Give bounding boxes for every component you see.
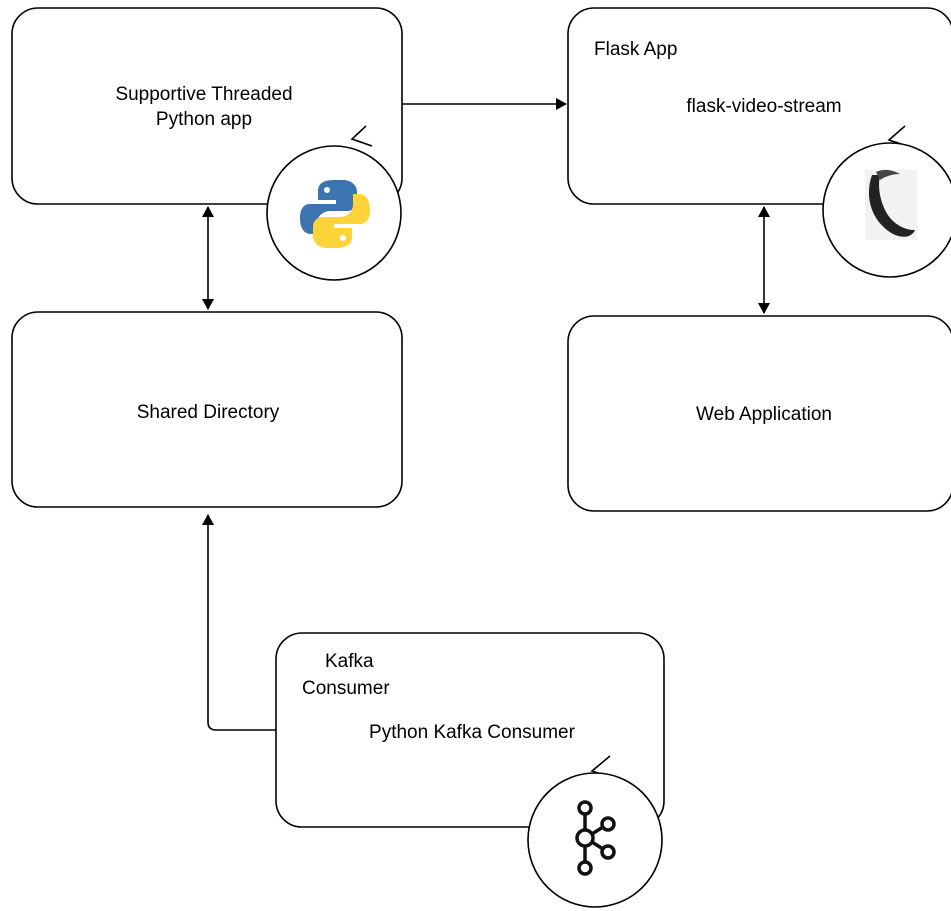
flask-horn-icon [865, 169, 917, 240]
python-logo-icon [300, 180, 370, 248]
kafka-consumer-subtitle: Python Kafka Consumer [369, 722, 576, 743]
web-application-title: Web Application [696, 404, 832, 425]
kafka-loop-symbol [527, 755, 663, 908]
shared-directory-node: Shared Directory [11, 311, 403, 508]
kafka-consumer-title-line2: Consumer [302, 678, 390, 699]
supportive-app-title-line1: Supportive Threaded [115, 84, 292, 105]
flask-loop-symbol [822, 125, 951, 278]
web-application-node: Web Application [567, 315, 951, 512]
kafka-consumer-title-line1: Kafka [325, 651, 374, 672]
supportive-app-title-line2: Python app [156, 109, 252, 130]
python-loop-symbol [266, 125, 402, 281]
arrow-kafka-to-shared-directory [202, 514, 276, 731]
shared-directory-title: Shared Directory [137, 402, 280, 423]
flask-app-title: Flask App [594, 39, 677, 60]
flask-app-subtitle: flask-video-stream [686, 96, 841, 117]
connectors [202, 98, 770, 731]
kafka-logo-icon [575, 800, 616, 876]
